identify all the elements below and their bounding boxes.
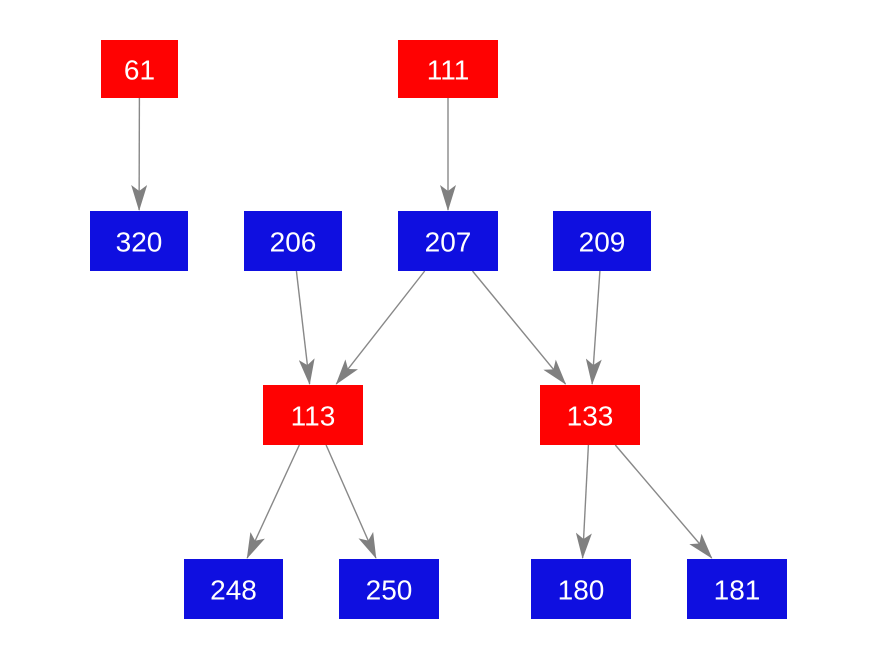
node-box-180: [531, 559, 631, 619]
node-box-61: [101, 40, 178, 98]
edge-113-250: [325, 444, 377, 559]
edges-layer: [131, 97, 713, 559]
edge-209-133: [585, 270, 602, 385]
graph-node-181: 181: [687, 559, 787, 619]
edge-133-181: [614, 444, 713, 559]
graph-node-61: 61: [101, 40, 178, 98]
edge-206-113: [295, 270, 315, 385]
edge-207-133: [471, 270, 567, 385]
nodes-layer: 61 111 320 206 207 209 113 133 248 250 180 181: [90, 40, 787, 619]
graph-node-250: 250: [339, 559, 439, 619]
graph-node-320: 320: [90, 211, 188, 271]
graph-node-248: 248: [184, 559, 283, 619]
node-box-113: [263, 385, 363, 445]
node-box-133: [540, 385, 640, 445]
edge-133-180: [575, 444, 592, 559]
graph-node-207: 207: [398, 211, 498, 271]
graph-node-133: 133: [540, 385, 640, 445]
graph-node-111: 111: [398, 40, 498, 98]
node-box-181: [687, 559, 787, 619]
graph-node-206: 206: [244, 211, 342, 271]
node-box-250: [339, 559, 439, 619]
node-box-111: [398, 40, 498, 98]
node-box-320: [90, 211, 188, 271]
edge-207-113: [335, 270, 426, 385]
node-box-248: [184, 559, 283, 619]
node-box-206: [244, 211, 342, 271]
graph-node-180: 180: [531, 559, 631, 619]
node-box-207: [398, 211, 498, 271]
edge-113-248: [246, 444, 300, 559]
graph-node-209: 209: [553, 211, 651, 271]
graph-node-113: 113: [263, 385, 363, 445]
node-box-209: [553, 211, 651, 271]
